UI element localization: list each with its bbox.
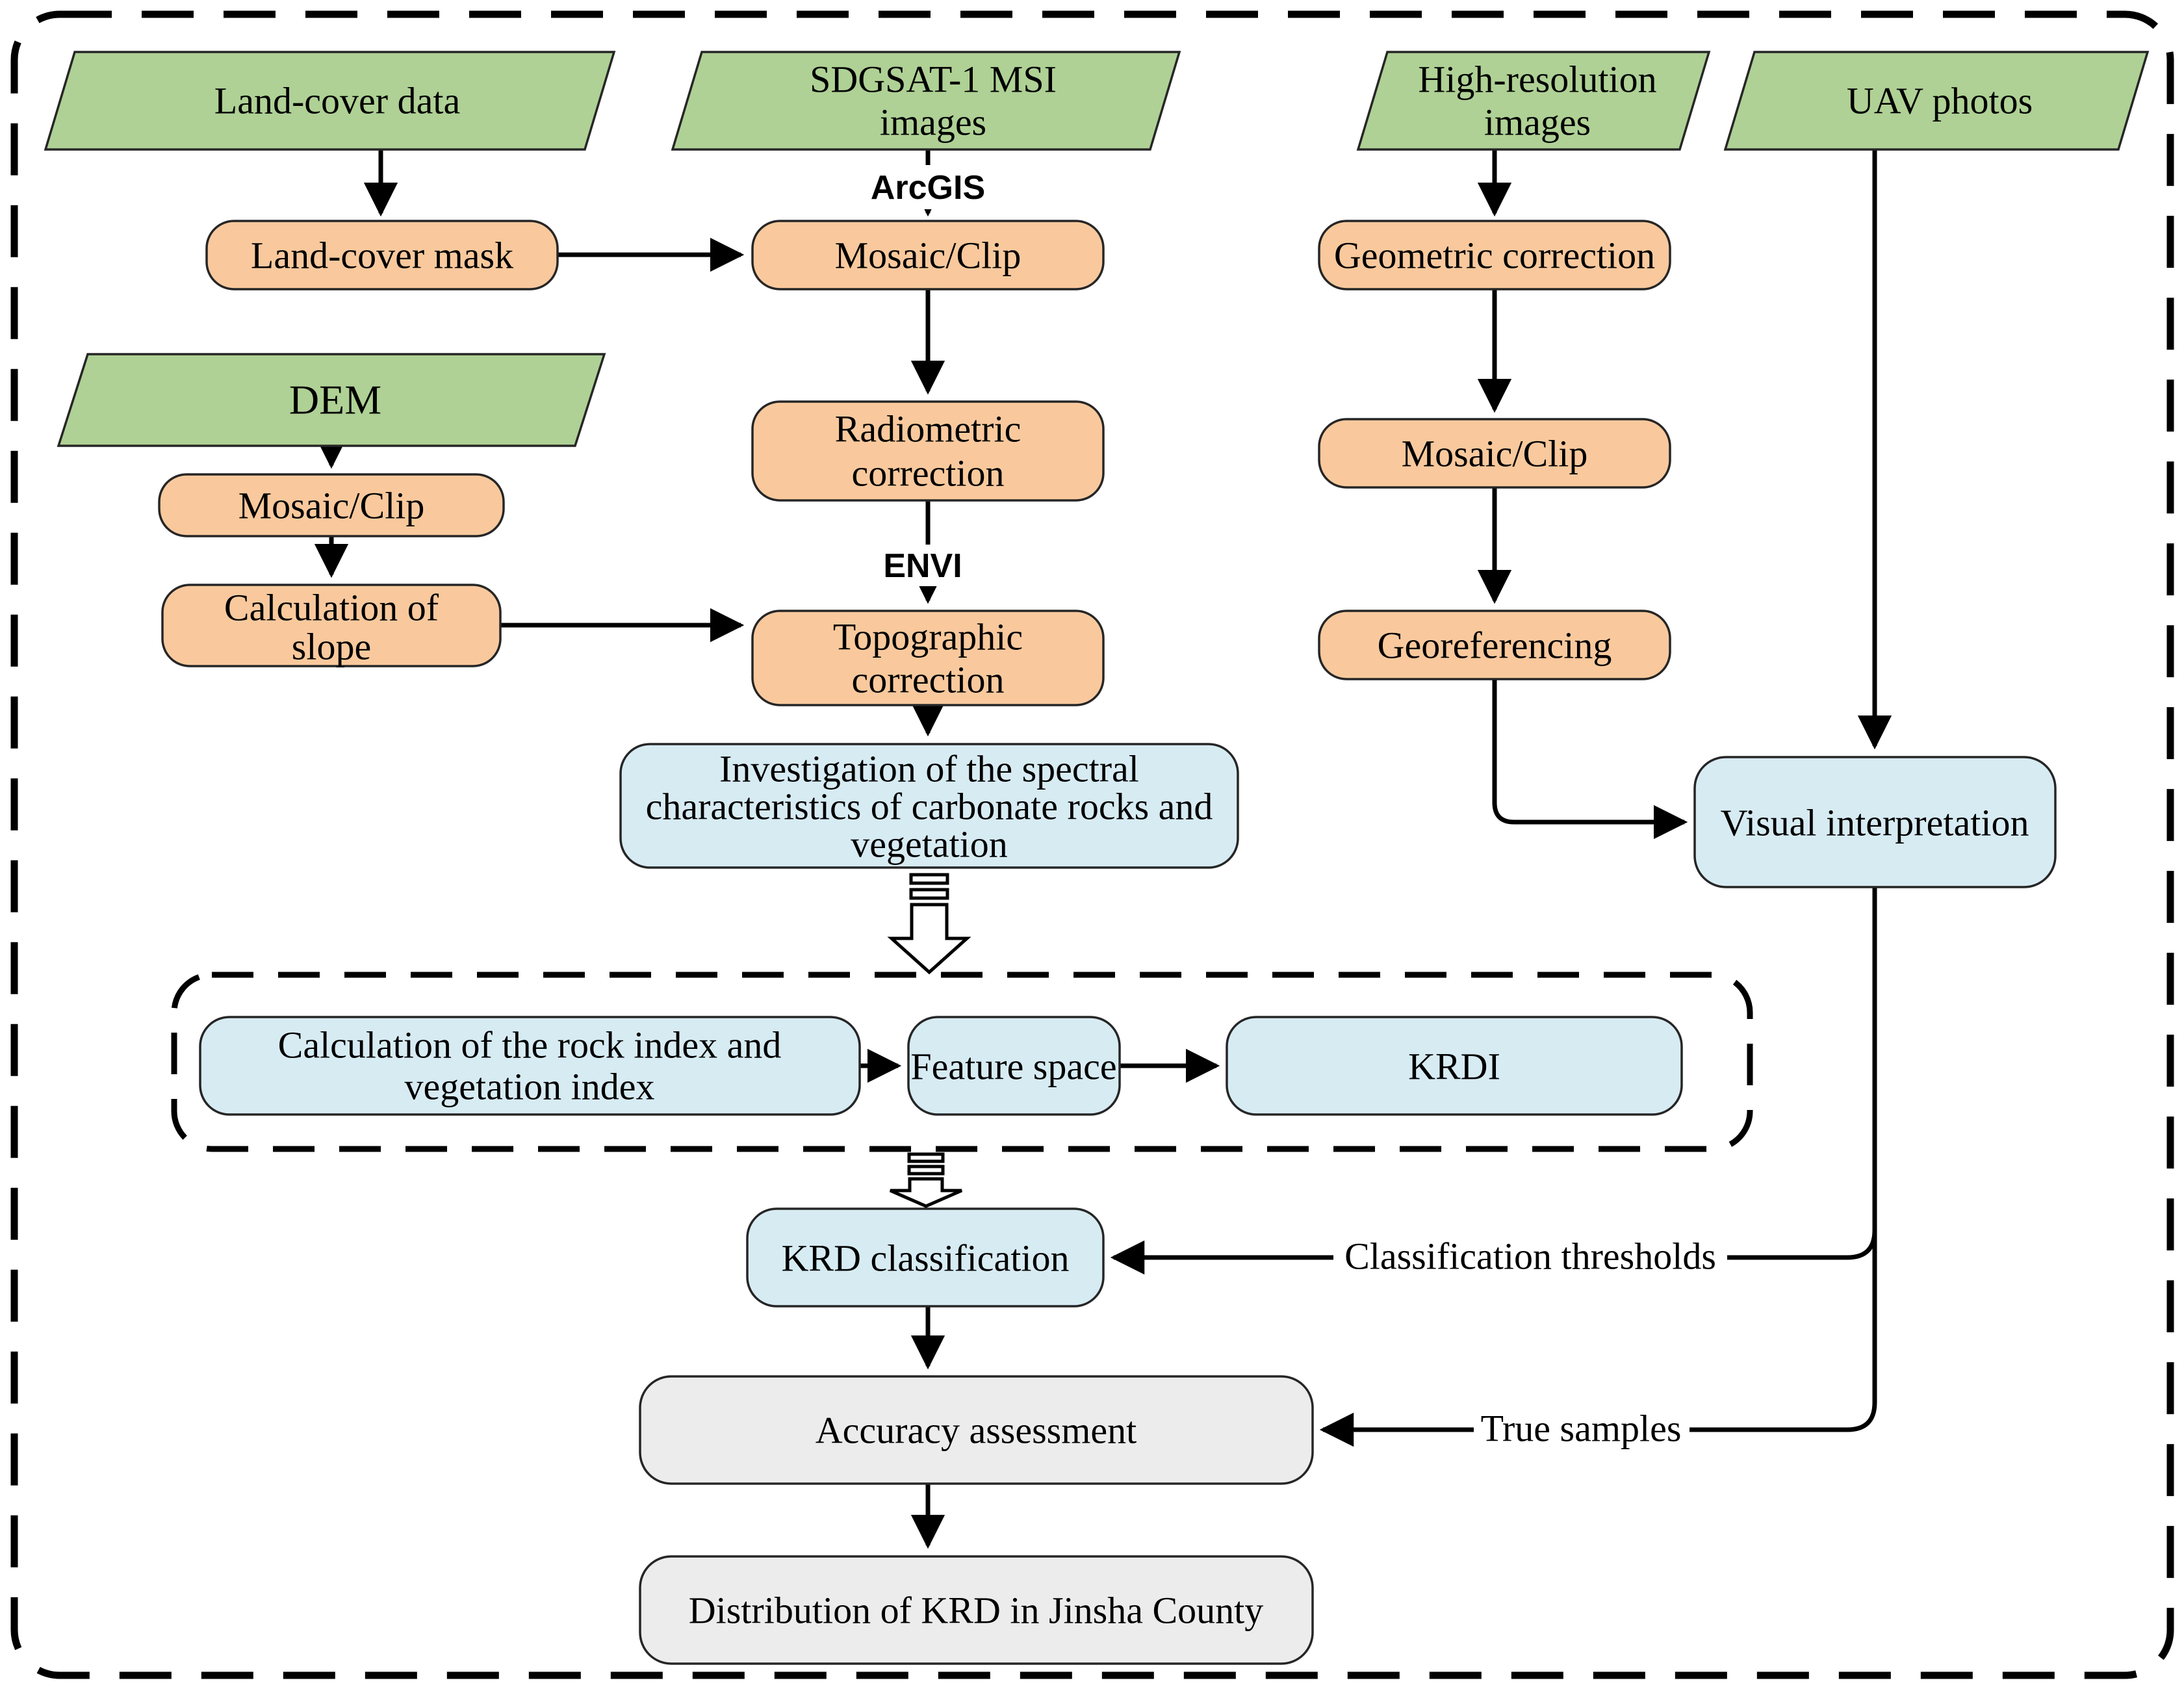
dem-label: DEM	[289, 377, 381, 423]
radiometric-label-line2: correction	[851, 452, 1004, 495]
mosaic-clip-msi-label: Mosaic/Clip	[835, 235, 1021, 277]
node-dem	[57, 353, 606, 447]
envi-edge-label: ENVI	[883, 547, 962, 585]
node-sdgsat-msi-images	[671, 51, 1181, 151]
node-mosaic-clip-msi	[751, 220, 1105, 290]
rockindex-label-line2: vegetation index	[405, 1066, 655, 1108]
node-radiometric-correction	[751, 400, 1105, 502]
envi-label-bg	[864, 545, 981, 586]
krd-classification-label: KRD classification	[782, 1237, 1070, 1280]
slope-label-line2: slope	[292, 626, 371, 668]
node-calculation-of-slope	[161, 584, 502, 667]
highres-label-line2: images	[1484, 101, 1591, 144]
investigation-label-line1: Investigation of the spectral	[719, 748, 1139, 790]
hollow-arrow2-stripe2	[907, 1165, 945, 1176]
geometric-correction-label: Geometric correction	[1334, 235, 1655, 277]
node-krd-classification	[746, 1207, 1105, 1308]
hollow-arrow2-stripe1	[907, 1152, 945, 1163]
node-georeferencing	[1318, 610, 1671, 680]
index-extraction-dashed-group	[171, 972, 1753, 1152]
rockindex-label-line1: Calculation of the rock index and	[278, 1024, 782, 1066]
topographic-label-line2: correction	[851, 659, 1004, 701]
hollow-arrow2-body	[890, 1177, 962, 1208]
investigation-label-line3: vegetation	[851, 823, 1008, 866]
distribution-krd-label: Distribution of KRD in Jinsha County	[689, 1590, 1264, 1632]
node-calculation-rock-index	[199, 1016, 861, 1116]
node-uav-photos	[1723, 51, 2150, 151]
arcgis-edge-label: ArcGIS	[871, 169, 985, 207]
node-feature-space	[907, 1016, 1121, 1116]
node-distribution-krd	[639, 1555, 1314, 1665]
node-geometric-correction	[1318, 220, 1671, 290]
slope-label-line1: Calculation of	[224, 587, 439, 629]
krdi-label: KRDI	[1408, 1046, 1500, 1088]
edge-georeferencing-to-visualinterpretation	[1492, 679, 1688, 840]
true-samples-label: True samples	[1481, 1408, 1682, 1450]
node-land-cover-data	[44, 51, 616, 151]
node-land-cover-mask	[205, 220, 559, 290]
classification-thresholds-label: Classification thresholds	[1344, 1235, 1716, 1278]
hollow-block-arrow-investigation-to-indexgroup	[887, 873, 971, 975]
topographic-label-line1: Topographic	[833, 616, 1023, 658]
uav-photos-label: UAV photos	[1847, 80, 2033, 122]
arcgis-label-bg	[859, 165, 997, 209]
investigation-label-line2: characteristics of carbonate rocks and	[646, 786, 1213, 828]
hollow-block-arrow-indexgroup-to-krdclassification	[890, 1152, 962, 1208]
accuracy-assessment-label: Accuracy assessment	[816, 1410, 1137, 1452]
mosaic-clip-highres-label: Mosaic/Clip	[1402, 433, 1588, 475]
node-high-resolution-images	[1356, 51, 1711, 151]
edge-visualinterpretation-truesamples-line	[1689, 887, 1877, 1432]
feature-space-label: Feature space	[910, 1046, 1116, 1088]
hollow-arrow1-stripe1	[909, 873, 949, 885]
highres-label-line1: High-resolution	[1418, 58, 1656, 101]
node-krdi	[1226, 1016, 1683, 1116]
radiometric-label-line1: Radiometric	[835, 408, 1021, 450]
visual-interpretation-label: Visual interpretation	[1721, 802, 2029, 844]
node-accuracy-assessment	[639, 1375, 1314, 1485]
hollow-arrow1-body	[887, 903, 971, 975]
node-visual-interpretation	[1693, 756, 2057, 888]
edge-branch-classificationthresholds-line	[1727, 1230, 1877, 1260]
sdgsat-label-line2: images	[880, 101, 986, 144]
sdgsat-label-line1: SDGSAT-1 MSI	[810, 58, 1057, 101]
mosaic-clip-dem-label: Mosaic/Clip	[238, 485, 425, 527]
land-cover-mask-label: Land-cover mask	[251, 235, 513, 277]
hollow-arrow1-stripe2	[909, 888, 949, 900]
georeferencing-label: Georeferencing	[1378, 625, 1612, 667]
land-cover-data-label: Land-cover data	[214, 80, 460, 122]
node-topographic-correction	[751, 610, 1105, 706]
node-investigation-spectral	[619, 743, 1239, 869]
outer-dashed-border	[10, 10, 2174, 1679]
node-mosaic-clip-dem	[158, 473, 505, 537]
node-mosaic-clip-highres	[1318, 418, 1671, 489]
